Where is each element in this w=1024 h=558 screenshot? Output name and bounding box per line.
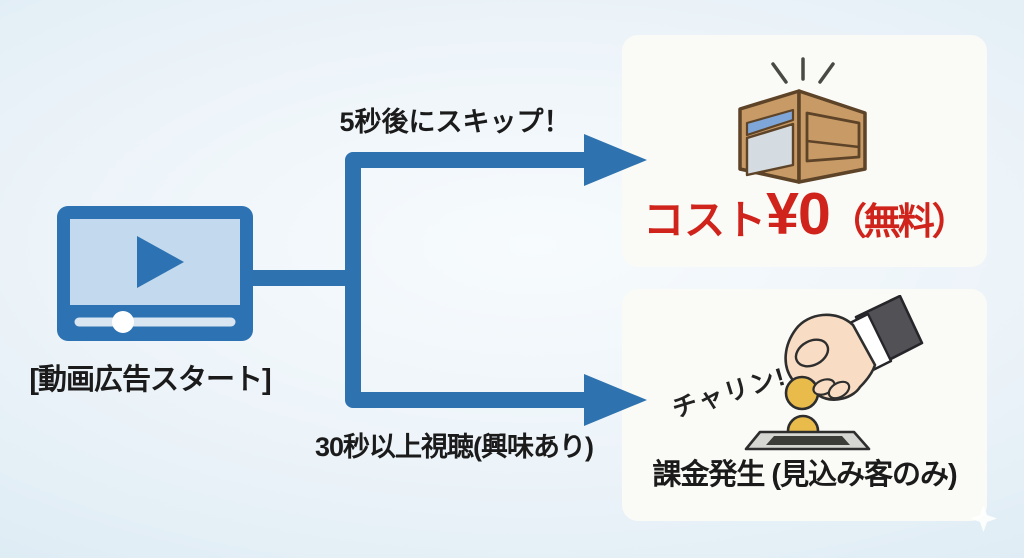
cost-free-text: コスト¥0（無料）	[622, 185, 987, 244]
cost-prefix: コスト	[643, 197, 767, 243]
video-player-icon	[57, 206, 253, 341]
arrow-head-top	[584, 134, 647, 186]
hand-coin-slot-icon	[744, 295, 924, 451]
branch-top-label: 5秒後にスキップ！	[339, 107, 571, 137]
cost-suffix: （無料）	[829, 201, 969, 242]
paid-result-label: 課金発生 (見込み客のみ)	[652, 459, 957, 491]
card-paid-result: チャリン! 課金発生 (見込み客のみ)	[622, 289, 987, 521]
arrow-head-bottom	[584, 374, 647, 426]
wallet-icon	[738, 57, 867, 184]
cost-amount: ¥0	[766, 181, 831, 247]
branch-arrows	[252, 134, 647, 426]
branch-bottom-label: 30秒以上視聴(興味あり)	[314, 432, 594, 462]
card-free-result: コスト¥0（無料）	[622, 35, 987, 267]
start-node-label: [動画広告スタート]	[29, 364, 271, 396]
